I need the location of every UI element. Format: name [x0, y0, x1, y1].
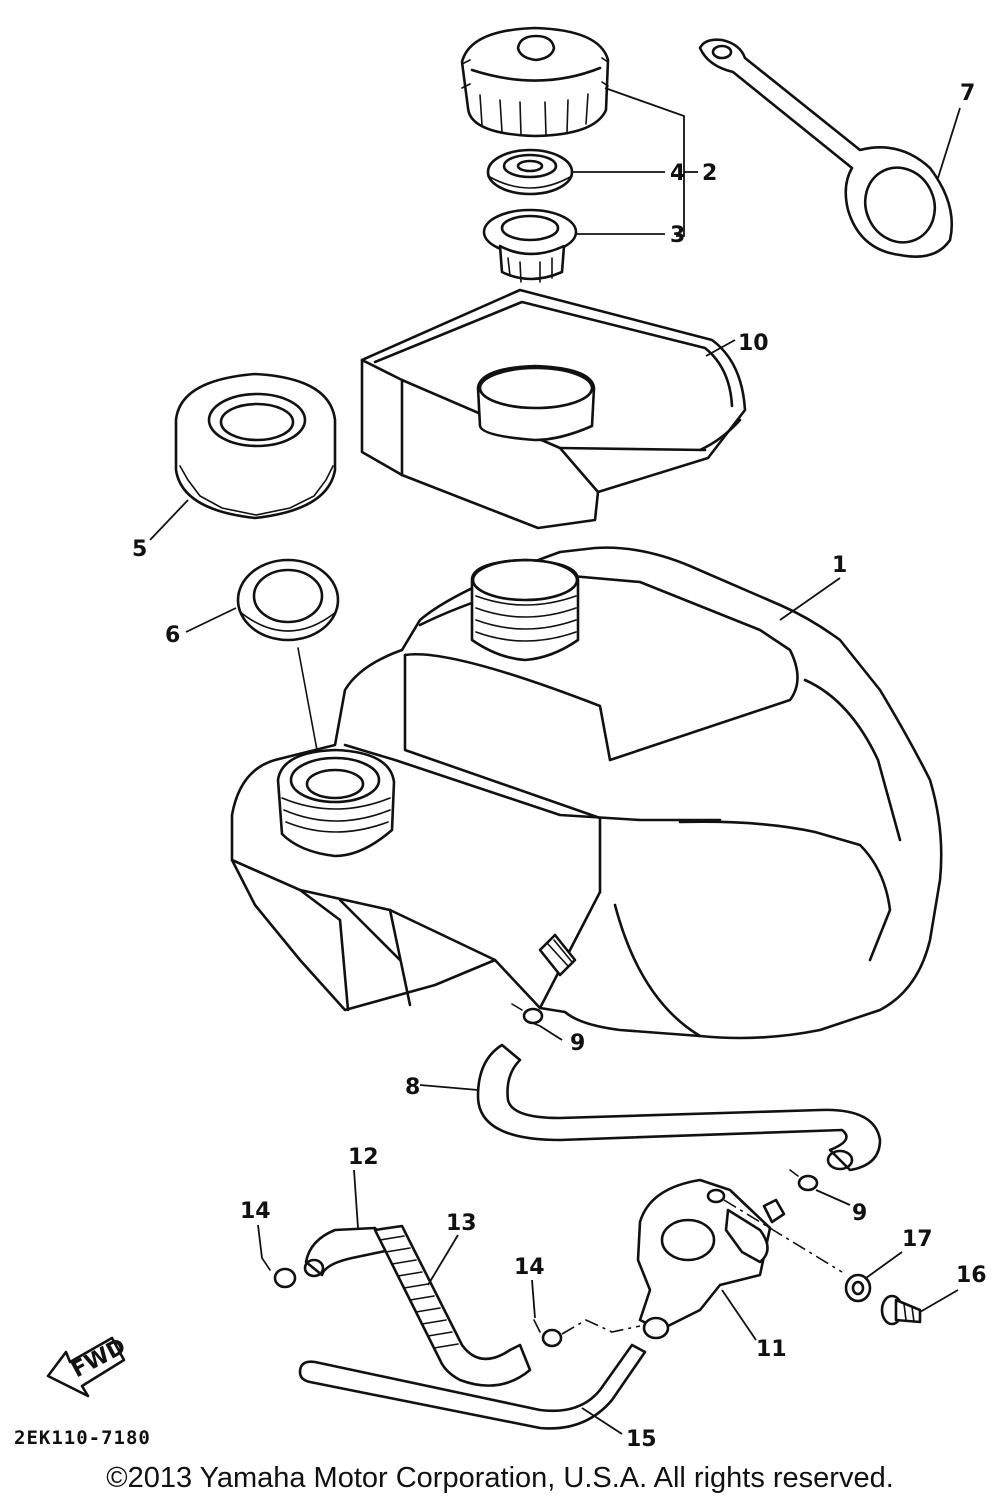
spring-protector: [373, 1224, 532, 1387]
tank-tray: [360, 288, 747, 530]
callout-1: 1: [832, 553, 847, 578]
callout-10: 10: [738, 331, 769, 356]
cap-gasket: [236, 558, 340, 642]
callout-8: 8: [405, 1075, 420, 1100]
exploded-parts-diagram: FWD 1 2 3 4 5 6 7 8 9 9 10 11 12 13 14 1…: [14, 26, 987, 1452]
callout-3: 3: [670, 223, 685, 248]
callout-14-right: 14: [514, 1255, 545, 1280]
callout-4: 4: [670, 161, 685, 186]
callout-13: 13: [446, 1211, 477, 1236]
callout-17: 17: [902, 1227, 933, 1252]
callout-9-upper: 9: [570, 1031, 585, 1056]
callout-11: 11: [756, 1337, 787, 1362]
clip-right: [533, 1319, 563, 1348]
clip-left: [261, 1257, 297, 1289]
callout-12: 12: [348, 1145, 379, 1170]
callout-7: 7: [960, 81, 975, 106]
fuel-cock: [636, 1178, 786, 1340]
callout-15: 15: [626, 1427, 657, 1452]
screw: [880, 1294, 922, 1326]
cap-seal-plate: [486, 148, 574, 196]
fuel-tank: [230, 546, 943, 1040]
callout-5: 5: [132, 537, 147, 562]
callout-14-left: 14: [240, 1199, 271, 1224]
callout-6: 6: [165, 623, 180, 648]
callout-16: 16: [956, 1263, 987, 1288]
washer: [844, 1273, 872, 1303]
cap-gasket-ring: [482, 208, 578, 283]
drawing-code: 2EK110-7180: [14, 1427, 151, 1449]
forward-direction-arrow: FWD: [46, 1334, 130, 1398]
copyright-notice: ©2013 Yamaha Motor Corporation, U.S.A. A…: [106, 1462, 894, 1494]
hose-clip-lower: [789, 1169, 819, 1192]
callout-2: 2: [702, 161, 717, 186]
drain-hose: [298, 1343, 647, 1430]
cap-strap: [698, 38, 954, 258]
hose-clip-upper: [511, 1003, 544, 1027]
callout-9-lower: 9: [852, 1201, 867, 1226]
oil-tank-cap: [174, 372, 337, 520]
fuel-hose: [476, 1043, 882, 1172]
fuel-cap: [460, 26, 610, 138]
